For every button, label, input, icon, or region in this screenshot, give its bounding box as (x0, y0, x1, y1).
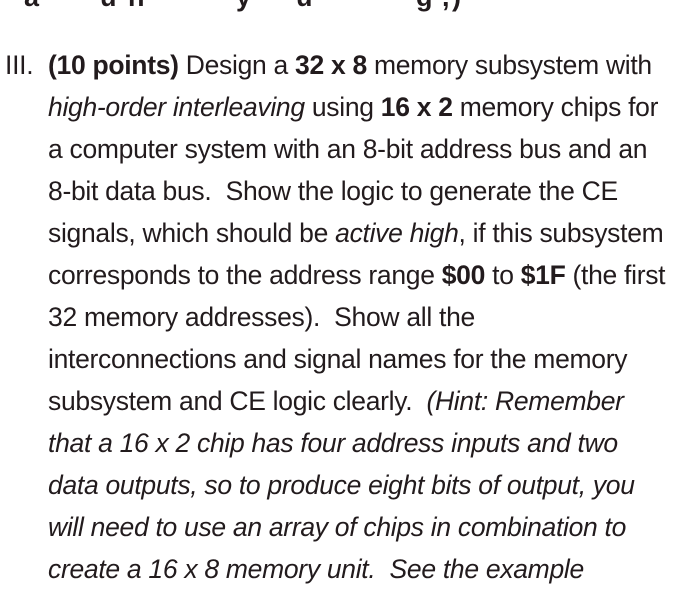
cropped-line-fragment: u (100, 0, 117, 11)
question-text-segment: active high (335, 218, 459, 248)
question-text: (10 points) Design a 32 x 8 memory subsy… (48, 44, 669, 591)
question-text-segment: to (485, 260, 521, 290)
question-text-segment: using (304, 92, 381, 122)
cropped-previous-line: aunyug,) (0, 0, 683, 12)
question-text-segment: 16 x 2 (380, 92, 453, 122)
question-text-segment: (the first 32 memory addresses). Show al… (48, 260, 673, 416)
cropped-line-fragment: , (442, 0, 450, 11)
question-text-segment: memory subsystem with (366, 50, 659, 80)
cropped-line-fragment: n (128, 0, 145, 11)
question-text-segment: $00 (441, 260, 486, 290)
cropped-line-fragment: a (24, 0, 39, 11)
question-text-segment: high-order interleaving (48, 92, 305, 122)
question-text-segment: (Hint: Remember that a 16 x 2 chip has f… (48, 386, 635, 584)
question-text-segment: memory chips for a computer system with … (48, 92, 666, 248)
cropped-line-fragment: g (416, 0, 433, 11)
question-text-segment: Design a (178, 50, 296, 80)
question-number: III. (5, 50, 34, 80)
cropped-line-fragment: ) (452, 0, 461, 11)
question-text-segment: $1F (520, 260, 566, 290)
question-text-segment: (10 points) (48, 50, 179, 80)
question-text-segment: 32 x 8 (295, 50, 367, 80)
cropped-line-fragment: y (236, 0, 251, 11)
cropped-line-fragment: u (296, 0, 313, 11)
question-block: III. (10 points) Design a 32 x 8 memory … (0, 44, 683, 591)
question-text-segment: , if this subsystem corresponds to the a… (48, 218, 671, 290)
